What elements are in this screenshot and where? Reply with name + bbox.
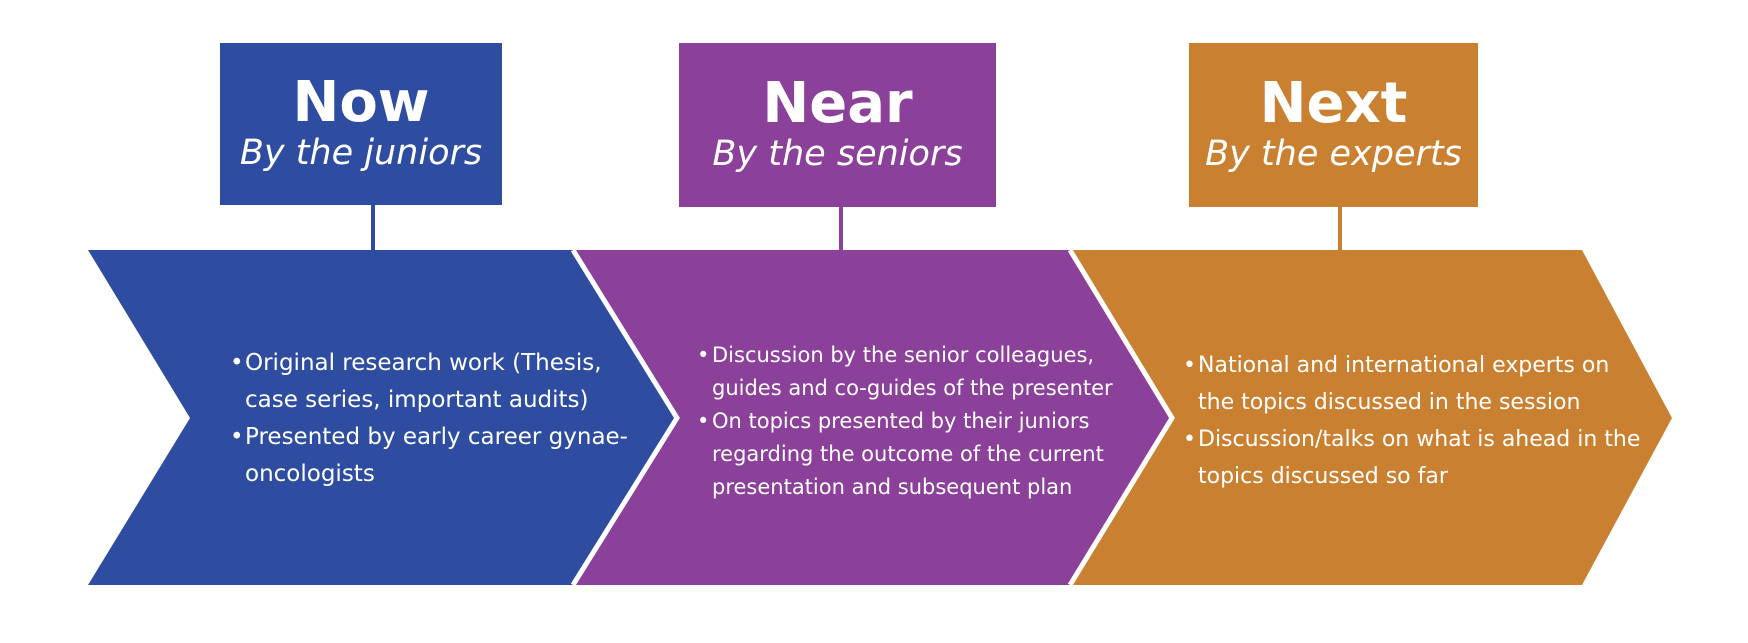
bullet-next-1: National and international experts on th… — [1183, 347, 1648, 421]
header-near-title: Near — [762, 71, 913, 137]
header-next: Next By the experts — [1189, 43, 1478, 207]
header-now-subtitle: By the juniors — [239, 133, 483, 174]
header-now-title: Now — [292, 70, 430, 136]
bullet-now-1: Original research work (Thesis, case ser… — [230, 345, 630, 419]
header-near: Near By the seniors — [679, 43, 996, 207]
bullet-near-2: On topics presented by their juniors reg… — [697, 405, 1127, 504]
bullet-list-near: Discussion by the senior colleagues, gui… — [697, 339, 1127, 504]
divider-near-next — [1067, 248, 1175, 587]
bullet-next-2: Discussion/talks on what is ahead in the… — [1183, 421, 1648, 495]
bullet-now-2: Presented by early career gynae-oncologi… — [230, 419, 630, 493]
connector-now — [371, 204, 375, 252]
header-next-subtitle: By the experts — [1205, 134, 1462, 175]
header-next-title: Next — [1259, 71, 1408, 137]
header-now: Now By the juniors — [220, 43, 502, 205]
divider-now-near — [570, 248, 680, 587]
bullet-list-now: Original research work (Thesis, case ser… — [230, 345, 630, 493]
connector-next — [1338, 206, 1342, 252]
bullet-list-next: National and international experts on th… — [1183, 347, 1648, 495]
header-near-subtitle: By the seniors — [712, 134, 963, 175]
bullet-near-1: Discussion by the senior colleagues, gui… — [697, 339, 1127, 405]
connector-near — [839, 206, 843, 252]
